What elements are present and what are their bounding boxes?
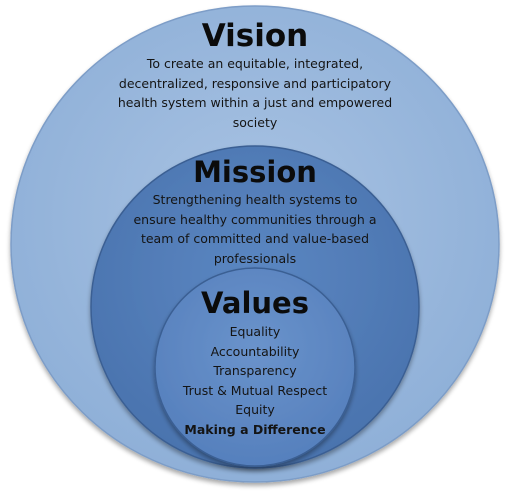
- mission-title: Mission: [193, 155, 317, 189]
- value-item: Equity: [235, 402, 275, 418]
- vision-line: society: [232, 114, 278, 130]
- vision-title: Vision: [201, 18, 309, 54]
- mission-line: team of committed and value-based: [140, 231, 370, 246]
- vision-line: health system within a just and empowere…: [117, 95, 393, 110]
- value-item: Accountability: [210, 343, 300, 359]
- values-title: Values: [201, 286, 309, 320]
- mission-line: ensure healthy communities through a: [133, 211, 377, 227]
- value-item: Transparency: [213, 363, 297, 379]
- vision-line: decentralized, responsive and participat…: [118, 75, 392, 91]
- mission-statement: Strengthening health systems to ensure h…: [123, 190, 387, 268]
- mission-line: professionals: [213, 250, 297, 266]
- values-list: Equality Accountability Transparency Tru…: [160, 322, 350, 440]
- value-item: Making a Difference: [184, 421, 326, 437]
- vision-statement: To create an equitable, integrated, dece…: [98, 54, 412, 132]
- vision-line: To create an equitable, integrated,: [146, 56, 364, 71]
- value-item: Equality: [229, 324, 281, 339]
- mission-line: Strengthening health systems to: [152, 192, 358, 207]
- value-item: Trust & Mutual Respect: [182, 382, 328, 398]
- values-circle: [154, 267, 356, 467]
